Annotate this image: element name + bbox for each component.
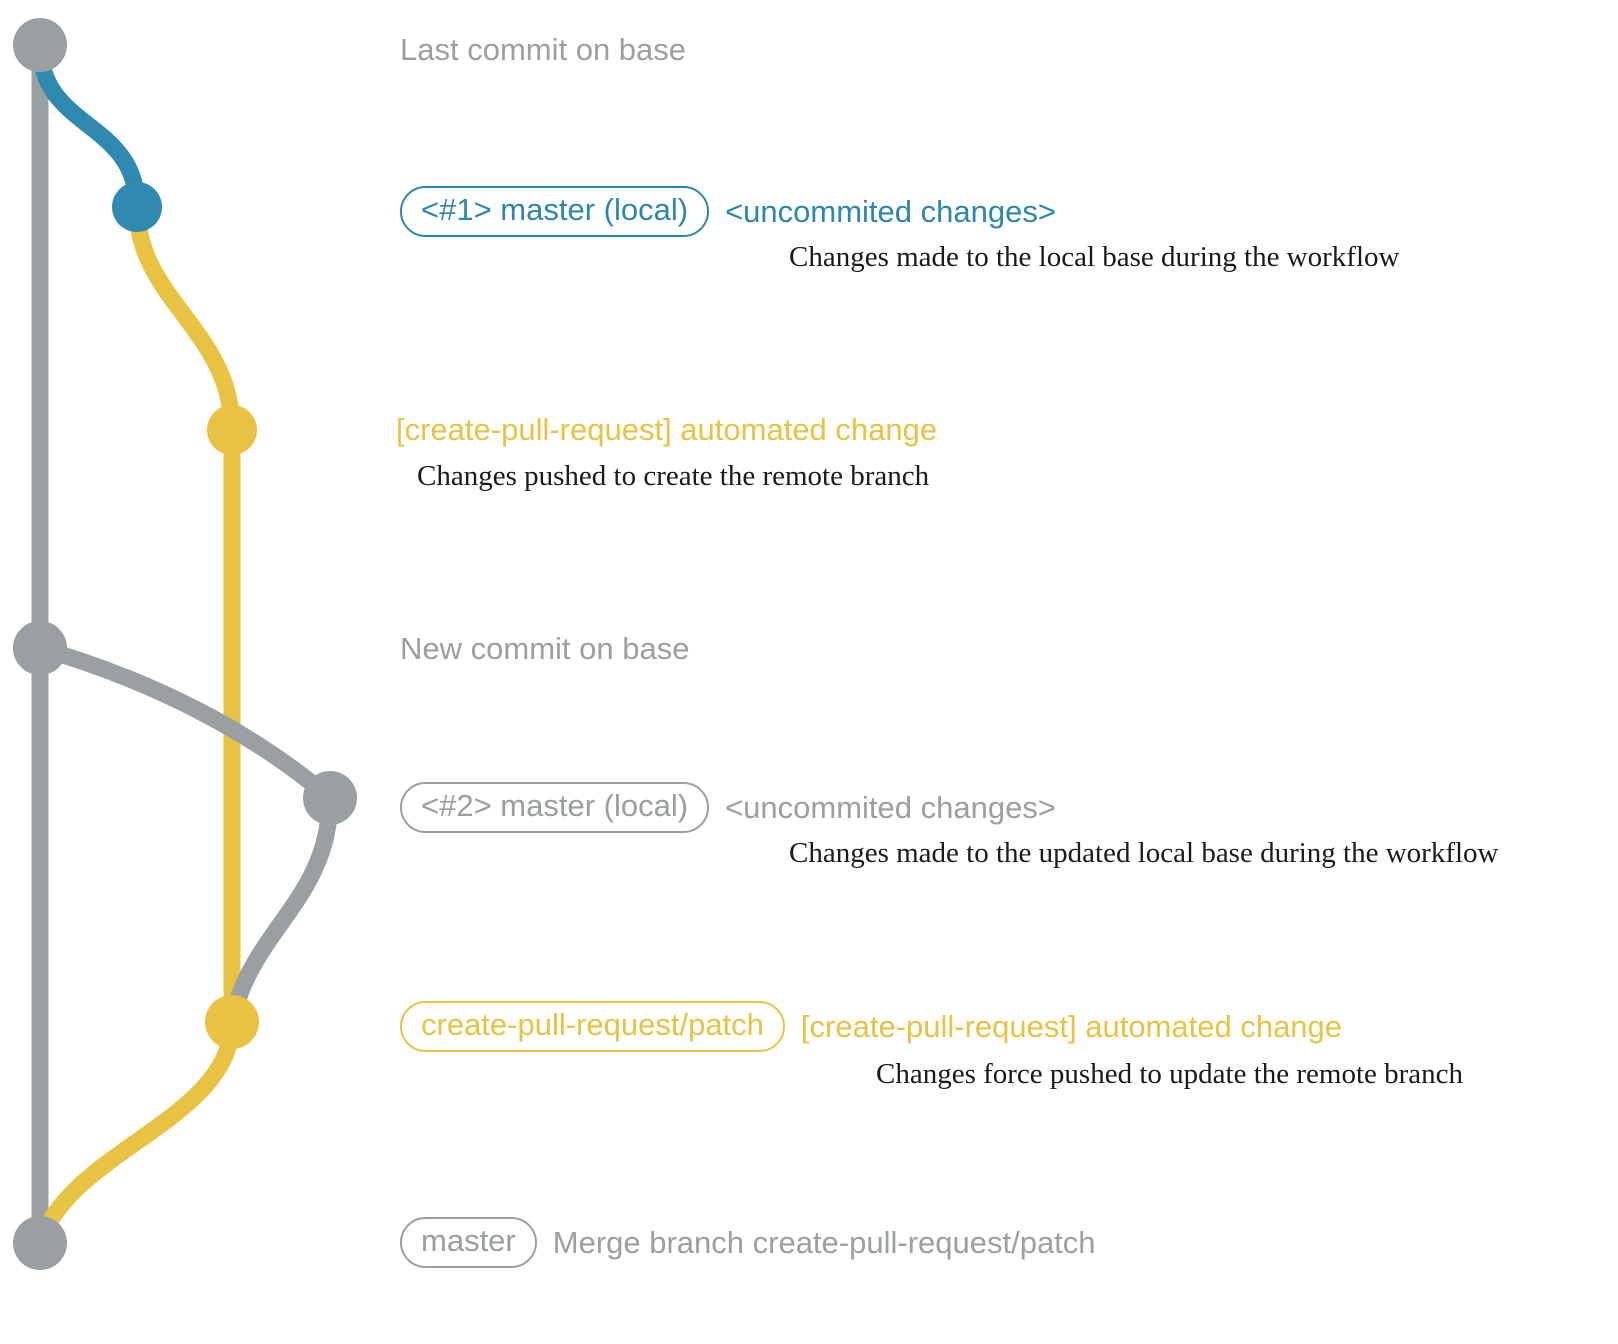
commit-message-merge: Merge branch create-pull-request/patch bbox=[552, 1224, 1096, 1260]
commit-node-base-new-commit[interactable] bbox=[13, 621, 67, 675]
commit-row-merge: master Merge branch create-pull-request/… bbox=[400, 1217, 1096, 1269]
commit-node-merge-commit[interactable] bbox=[13, 1216, 67, 1270]
commit-message-patch-1: [create-pull-request] automated change bbox=[396, 412, 938, 447]
graph-edge-patch-2-to-merge bbox=[31, 1013, 241, 1252]
graph-edge-local-master-1-to-patch-1 bbox=[128, 198, 241, 439]
graph-nodes bbox=[13, 18, 357, 1270]
commit-row-patch-1: [create-pull-request] automated change bbox=[396, 412, 938, 447]
commit-note-patch-2: Changes force pushed to update the remot… bbox=[876, 1058, 1464, 1090]
commit-row-patch-2: create-pull-request/patch [create-pull-r… bbox=[400, 1001, 1343, 1053]
heading-new-commit-on-base: New commit on base bbox=[400, 631, 690, 666]
commit-node-patch-commit-2[interactable] bbox=[205, 995, 259, 1049]
branch-badge-local-master-1[interactable]: <#1> master (local) bbox=[400, 186, 710, 238]
commit-note-local-master-1: Changes made to the local base during th… bbox=[789, 241, 1400, 273]
branch-badge-local-master-2[interactable]: <#2> master (local) bbox=[400, 782, 710, 834]
commit-node-patch-commit-1[interactable] bbox=[207, 405, 257, 455]
branch-badge-master[interactable]: master bbox=[400, 1217, 537, 1269]
branch-badge-create-pull-request-patch[interactable]: create-pull-request/patch bbox=[400, 1001, 785, 1053]
commit-node-base-last-commit[interactable] bbox=[13, 18, 67, 72]
commit-note-local-master-2: Changes made to the updated local base d… bbox=[789, 837, 1499, 869]
graph-edge-base-new-to-local-master-2 bbox=[31, 639, 339, 807]
commit-message-patch-2: [create-pull-request] automated change bbox=[800, 1008, 1343, 1044]
commit-message-local-master-2: <uncommited changes> bbox=[725, 789, 1056, 825]
commit-node-local-master-2[interactable] bbox=[303, 771, 357, 825]
commit-node-local-master-1[interactable] bbox=[112, 182, 162, 232]
commit-message-local-master-1: <uncommited changes> bbox=[725, 193, 1056, 229]
heading-last-commit-on-base: Last commit on base bbox=[400, 32, 687, 67]
commit-note-patch-1: Changes pushed to create the remote bran… bbox=[417, 460, 930, 492]
graph-edge-base-to-local-master-1 bbox=[31, 36, 146, 216]
commit-row-local-master-1: <#1> master (local) <uncommited changes> bbox=[400, 186, 1056, 238]
commit-row-local-master-2: <#2> master (local) <uncommited changes> bbox=[400, 782, 1056, 834]
graph-edge-local-master-2-to-patch-2 bbox=[223, 789, 339, 1031]
